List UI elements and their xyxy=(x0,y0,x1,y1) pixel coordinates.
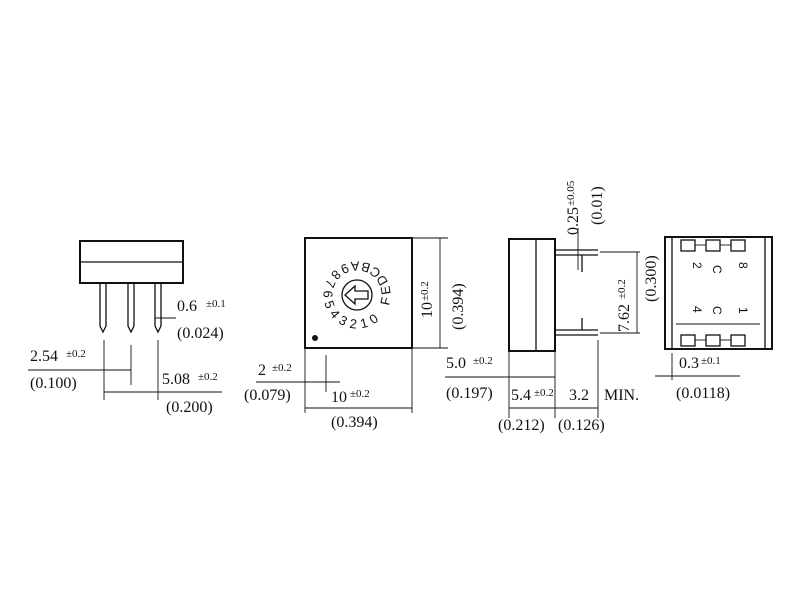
dial-knob xyxy=(341,279,373,311)
pin1-dot xyxy=(312,335,318,341)
gap-value: 0.3 xyxy=(679,355,699,372)
thickness-value: 0.25 xyxy=(565,207,582,235)
pitch-value: 2.54 xyxy=(30,348,58,365)
pin-width-value: 0.6 xyxy=(177,298,197,315)
body-depth-tol: ±0.2 xyxy=(473,355,493,367)
marking-top-mid: C xyxy=(710,265,724,274)
dial-char: A xyxy=(350,258,360,274)
dial-char: 5 xyxy=(321,299,338,311)
spacing-value: 7.62 xyxy=(616,304,633,332)
overall-inch: (0.212) xyxy=(498,417,545,434)
pitch-tol: ±0.2 xyxy=(66,348,86,360)
overall-tol: ±0.2 xyxy=(534,387,554,399)
dial-char: B xyxy=(359,259,372,276)
lead-length-suffix: MIN. xyxy=(604,387,639,404)
height-value: 10 xyxy=(419,302,436,318)
side-view: 0.6 ±0.1 (0.024) 2.54 ±0.2 (0.100) 5.08 … xyxy=(28,240,226,416)
dial-char: 0 xyxy=(366,311,381,327)
pin-width-inch: (0.024) xyxy=(177,325,224,342)
marking-bot-mid: C xyxy=(710,306,724,315)
gap-inch: (0.0118) xyxy=(676,385,730,402)
spacing-inch: (0.300) xyxy=(643,255,660,302)
dial-char: 6 xyxy=(320,290,335,298)
height-inch: (0.394) xyxy=(450,283,467,330)
body-depth-value: 5.0 xyxy=(446,355,466,372)
bottom-body xyxy=(664,236,773,350)
width-inch: (0.394) xyxy=(331,414,378,431)
span-inch: (0.200) xyxy=(166,399,213,416)
offset-value: 2 xyxy=(258,362,266,379)
end-view: 0.25 ±0.05 (0.01) 7.62 ±0.2 (0.300) 5.0 … xyxy=(445,180,660,434)
span-tol: ±0.2 xyxy=(198,371,218,383)
thickness-inch: (0.01) xyxy=(589,186,606,225)
side-pin-3 xyxy=(154,283,162,334)
bottom-view: 2 C 8 4 C 1 0.3 ±0.1 (0.0118) xyxy=(655,236,773,402)
lead-length-inch: (0.126) xyxy=(558,417,605,434)
thickness-tol: ±0.05 xyxy=(565,180,577,206)
bottom-pads-top xyxy=(680,239,746,252)
spacing-tol: ±0.2 xyxy=(616,279,628,299)
dial-char: 2 xyxy=(349,316,358,332)
height-tol: ±0.2 xyxy=(419,281,431,301)
marking-bot-left: 4 xyxy=(690,306,704,313)
marking-top-left: 2 xyxy=(690,262,704,269)
marking-top-right: 8 xyxy=(736,262,750,269)
dial-arrow-icon xyxy=(344,284,369,306)
end-body xyxy=(508,238,556,352)
pitch-inch: (0.100) xyxy=(30,375,77,392)
dial-char: F xyxy=(377,296,393,307)
dial-char: E xyxy=(377,284,393,295)
side-pin-2 xyxy=(127,283,135,334)
top-body xyxy=(304,237,413,349)
width-tol: ±0.2 xyxy=(350,388,370,400)
offset-inch: (0.079) xyxy=(244,387,291,404)
lead-length-value: 3.2 xyxy=(569,387,589,404)
body-depth-inch: (0.197) xyxy=(446,385,493,402)
offset-tol: ±0.2 xyxy=(272,362,292,374)
dial-char: 1 xyxy=(359,315,370,331)
width-value: 10 xyxy=(331,389,347,406)
pin-width-tol: ±0.1 xyxy=(206,298,226,310)
marking-bot-right: 1 xyxy=(736,307,750,314)
span-value: 5.08 xyxy=(162,371,190,388)
side-pin-1 xyxy=(99,283,107,334)
bottom-pads-bottom xyxy=(680,334,746,347)
gap-tol: ±0.1 xyxy=(701,355,721,367)
overall-value: 5.4 xyxy=(511,387,531,404)
